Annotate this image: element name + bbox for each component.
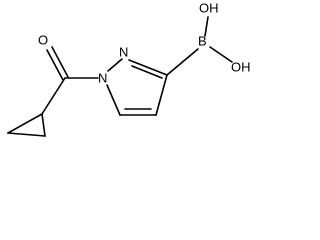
pyrazole-bond-n1-n2	[107, 58, 123, 72]
pyrazole-n1-label: N	[98, 70, 107, 85]
carbonyl-oxygen-label: O	[38, 32, 48, 47]
carbonyl-double-bond-b	[51, 46, 69, 78]
pyrazole-double-bond-n2-c3	[128, 59, 168, 76]
carbonyl-double-bond-a	[46, 49, 64, 81]
bonds	[7, 16, 233, 137]
cyclopropyl-bond-top-right	[41, 113, 46, 137]
boron-oh-right-bond	[209, 46, 233, 63]
pyrazole-bond-c5-n1	[106, 84, 121, 116]
c3-boron-bond	[166, 48, 199, 76]
pyrazole-double-bond-n2-c3-inner	[131, 65, 163, 79]
cyclopropyl-bond-top-left	[7, 113, 43, 134]
cyclopropyl-carbonyl-bond	[41, 77, 66, 115]
atom-labels: O N N B OH OH	[38, 0, 251, 85]
hydroxyl-top-label: OH	[199, 0, 219, 15]
structure-diagram: O N N B OH OH	[7, 0, 251, 137]
pyrazole-bond-c3-c4	[155, 74, 168, 116]
boron-oh-top-bond	[204, 16, 209, 37]
boron-label: B	[198, 33, 207, 48]
hydroxyl-right-label: OH	[231, 59, 251, 74]
cyclopropyl-bond-bottom	[7, 132, 46, 137]
pyrazole-n2-label: N	[119, 44, 128, 59]
